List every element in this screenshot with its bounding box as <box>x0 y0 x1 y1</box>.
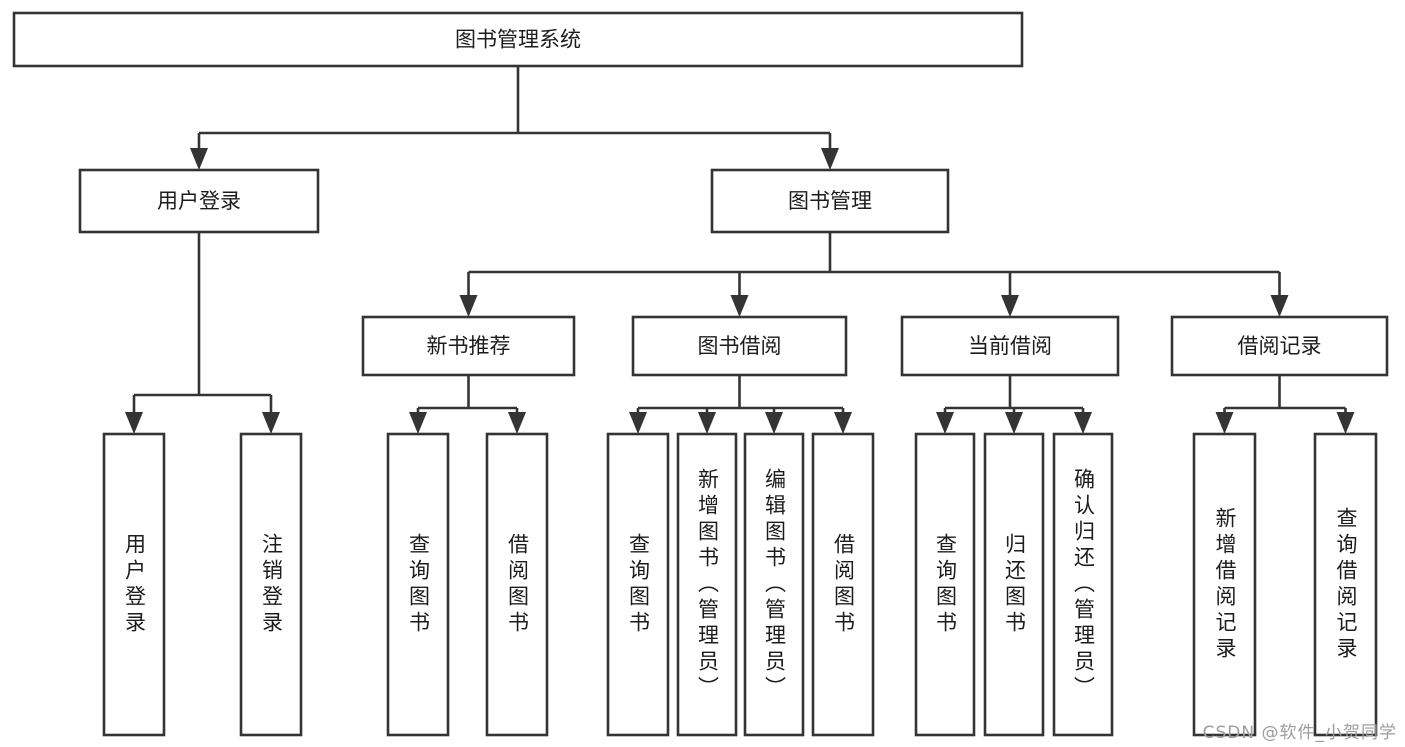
arrow-head-icon <box>409 412 427 434</box>
arrow-head-icon <box>1074 412 1092 434</box>
arrow-head-icon <box>508 412 526 434</box>
node-box-leaf-query-book-rec[interactable] <box>386 432 450 737</box>
node-box-user-login[interactable] <box>78 168 320 234</box>
arrow-head-icon <box>698 412 716 434</box>
node-box-leaf-borrow-book-rec[interactable] <box>485 432 549 737</box>
node-box-leaf-logout-login[interactable] <box>239 432 303 737</box>
node-box-leaf-borrow-book[interactable] <box>811 432 875 737</box>
connector-layer <box>125 66 1355 434</box>
node-box-leaf-return-book[interactable] <box>983 432 1045 737</box>
node-box-new-book-recommend[interactable] <box>361 315 576 377</box>
arrow-head-icon <box>1005 412 1023 434</box>
arrow-head-icon <box>125 412 143 434</box>
node-label-borrow-record: 借阅记录 <box>1238 334 1322 358</box>
node-label-current-borrow: 当前借阅 <box>968 334 1052 358</box>
arrow-head-icon <box>821 148 839 170</box>
node-label-user-login: 用户登录 <box>157 189 241 213</box>
node-label-new-book-recommend: 新书推荐 <box>427 334 511 358</box>
node-label-root: 图书管理系统 <box>455 28 581 52</box>
arrow-head-icon <box>629 412 647 434</box>
arrow-head-icon <box>262 412 280 434</box>
node-label-book-borrow: 图书借阅 <box>698 334 782 358</box>
arrow-head-icon <box>1336 412 1355 434</box>
node-box-leaf-edit-book-admin[interactable] <box>743 432 805 737</box>
node-box-leaf-confirm-return-admin[interactable] <box>1052 432 1114 737</box>
arrow-head-icon <box>834 412 852 434</box>
arrow-head-icon <box>1270 295 1289 317</box>
arrow-head-icon <box>459 295 478 317</box>
node-box-leaf-user-login[interactable] <box>102 432 166 737</box>
node-box-leaf-add-borrow-record[interactable] <box>1192 432 1257 737</box>
arrow-head-icon <box>190 148 208 170</box>
node-box-leaf-query-book-cur[interactable] <box>914 432 976 737</box>
node-box-leaf-add-book-admin[interactable] <box>676 432 738 737</box>
arrow-head-icon <box>730 295 749 317</box>
node-box-borrow-record[interactable] <box>1170 315 1389 377</box>
arrow-head-icon <box>1215 412 1234 434</box>
node-box-layer <box>12 11 1389 737</box>
csdn-watermark: CSDN @软件_小贺同学 <box>1202 723 1397 743</box>
arrow-head-icon <box>936 412 954 434</box>
node-box-leaf-query-book-borrow[interactable] <box>606 432 670 737</box>
arrow-head-icon <box>765 412 783 434</box>
node-box-current-borrow[interactable] <box>900 315 1120 377</box>
node-box-book-borrow[interactable] <box>631 315 848 377</box>
node-box-leaf-query-borrow-record[interactable] <box>1313 432 1378 737</box>
node-box-book-manage[interactable] <box>710 168 950 234</box>
arrow-head-icon <box>1001 295 1019 317</box>
node-label-book-manage: 图书管理 <box>788 189 872 213</box>
node-box-root[interactable] <box>12 11 1024 68</box>
